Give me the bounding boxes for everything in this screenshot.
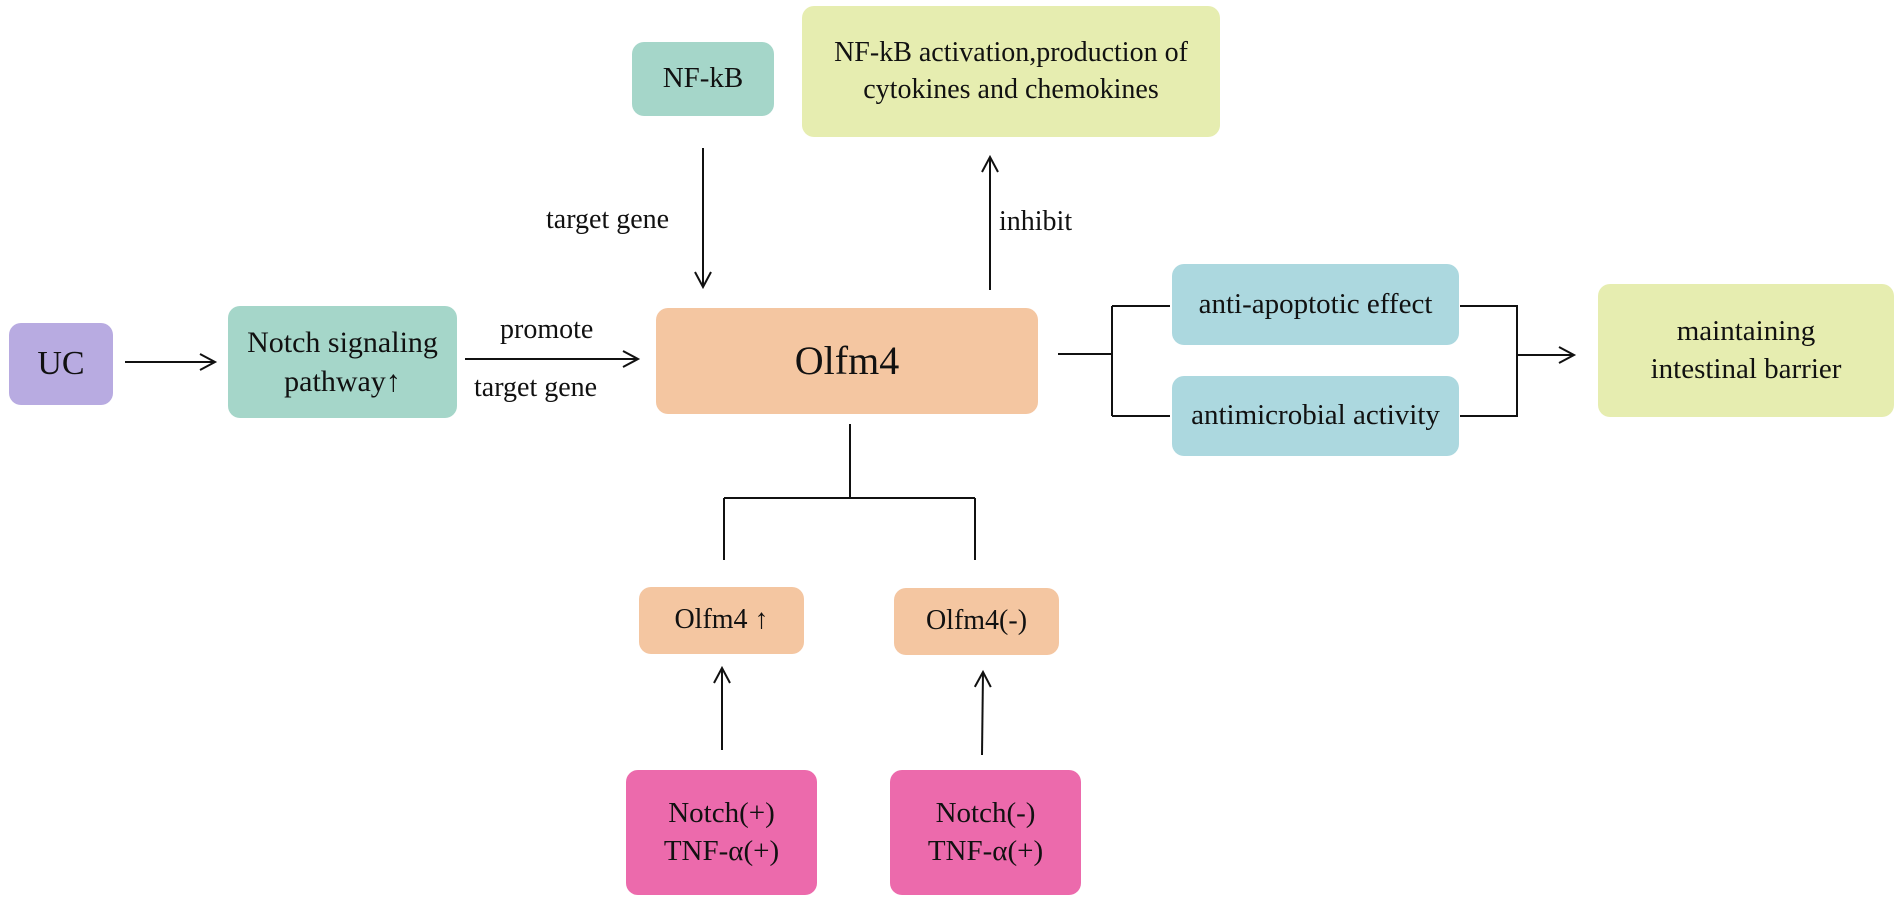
node-uc-label: UC: [37, 344, 85, 382]
node-olfm4-up-label: Olfm4 ↑: [674, 604, 769, 636]
node-uc: UC: [9, 323, 113, 405]
node-olfm4-label: Olfm4: [794, 338, 900, 383]
node-notch-neg: Notch(-) TNF-α(+): [890, 770, 1081, 895]
bracket-effects-to-barrier: [1460, 305, 1552, 417]
node-nfkb-activation-label: NF-kB activation,production of cytokines…: [834, 37, 1188, 105]
node-anti-apoptotic: anti-apoptotic effect: [1172, 264, 1459, 345]
node-barrier-label: maintaining intestinal barrier: [1650, 314, 1842, 385]
edge-label-inhibit: inhibit: [999, 206, 1073, 237]
node-olfm4-neg: Olfm4(-): [894, 588, 1059, 655]
node-olfm4-up: Olfm4 ↑: [639, 587, 804, 654]
node-nfkb-activation: NF-kB activation,production of cytokines…: [802, 6, 1220, 137]
node-olfm4-neg-label: Olfm4(-): [925, 605, 1028, 637]
node-notch-pos-label: Notch(+) TNF-α(+): [663, 796, 780, 867]
edge-label-promote: promote: [500, 314, 594, 345]
node-nfkb: NF-kB: [632, 42, 774, 116]
node-notch-neg-label: Notch(-) TNF-α(+): [927, 796, 1044, 867]
node-antimicrobial-label: antimicrobial activity: [1191, 399, 1440, 432]
node-notch-pathway: Notch signaling pathway↑: [228, 306, 457, 418]
tree-olfm4-to-states: [723, 424, 976, 560]
edge-label-target-gene-nfkb: target gene: [546, 204, 670, 235]
edge-label-target-gene-promote: target gene: [474, 372, 598, 403]
node-anti-apoptotic-label: anti-apoptotic effect: [1198, 287, 1433, 320]
bracket-olfm4-to-effects: [1058, 305, 1170, 417]
node-barrier: maintaining intestinal barrier: [1598, 284, 1894, 417]
node-antimicrobial: antimicrobial activity: [1172, 376, 1459, 456]
node-olfm4: Olfm4: [656, 308, 1038, 414]
node-nfkb-label: NF-kB: [662, 62, 744, 95]
arrow-notchneg-to-olfm4neg: [973, 669, 992, 756]
node-notch-pathway-label: Notch signaling pathway↑: [247, 326, 438, 398]
node-notch-pos: Notch(+) TNF-α(+): [626, 770, 817, 895]
